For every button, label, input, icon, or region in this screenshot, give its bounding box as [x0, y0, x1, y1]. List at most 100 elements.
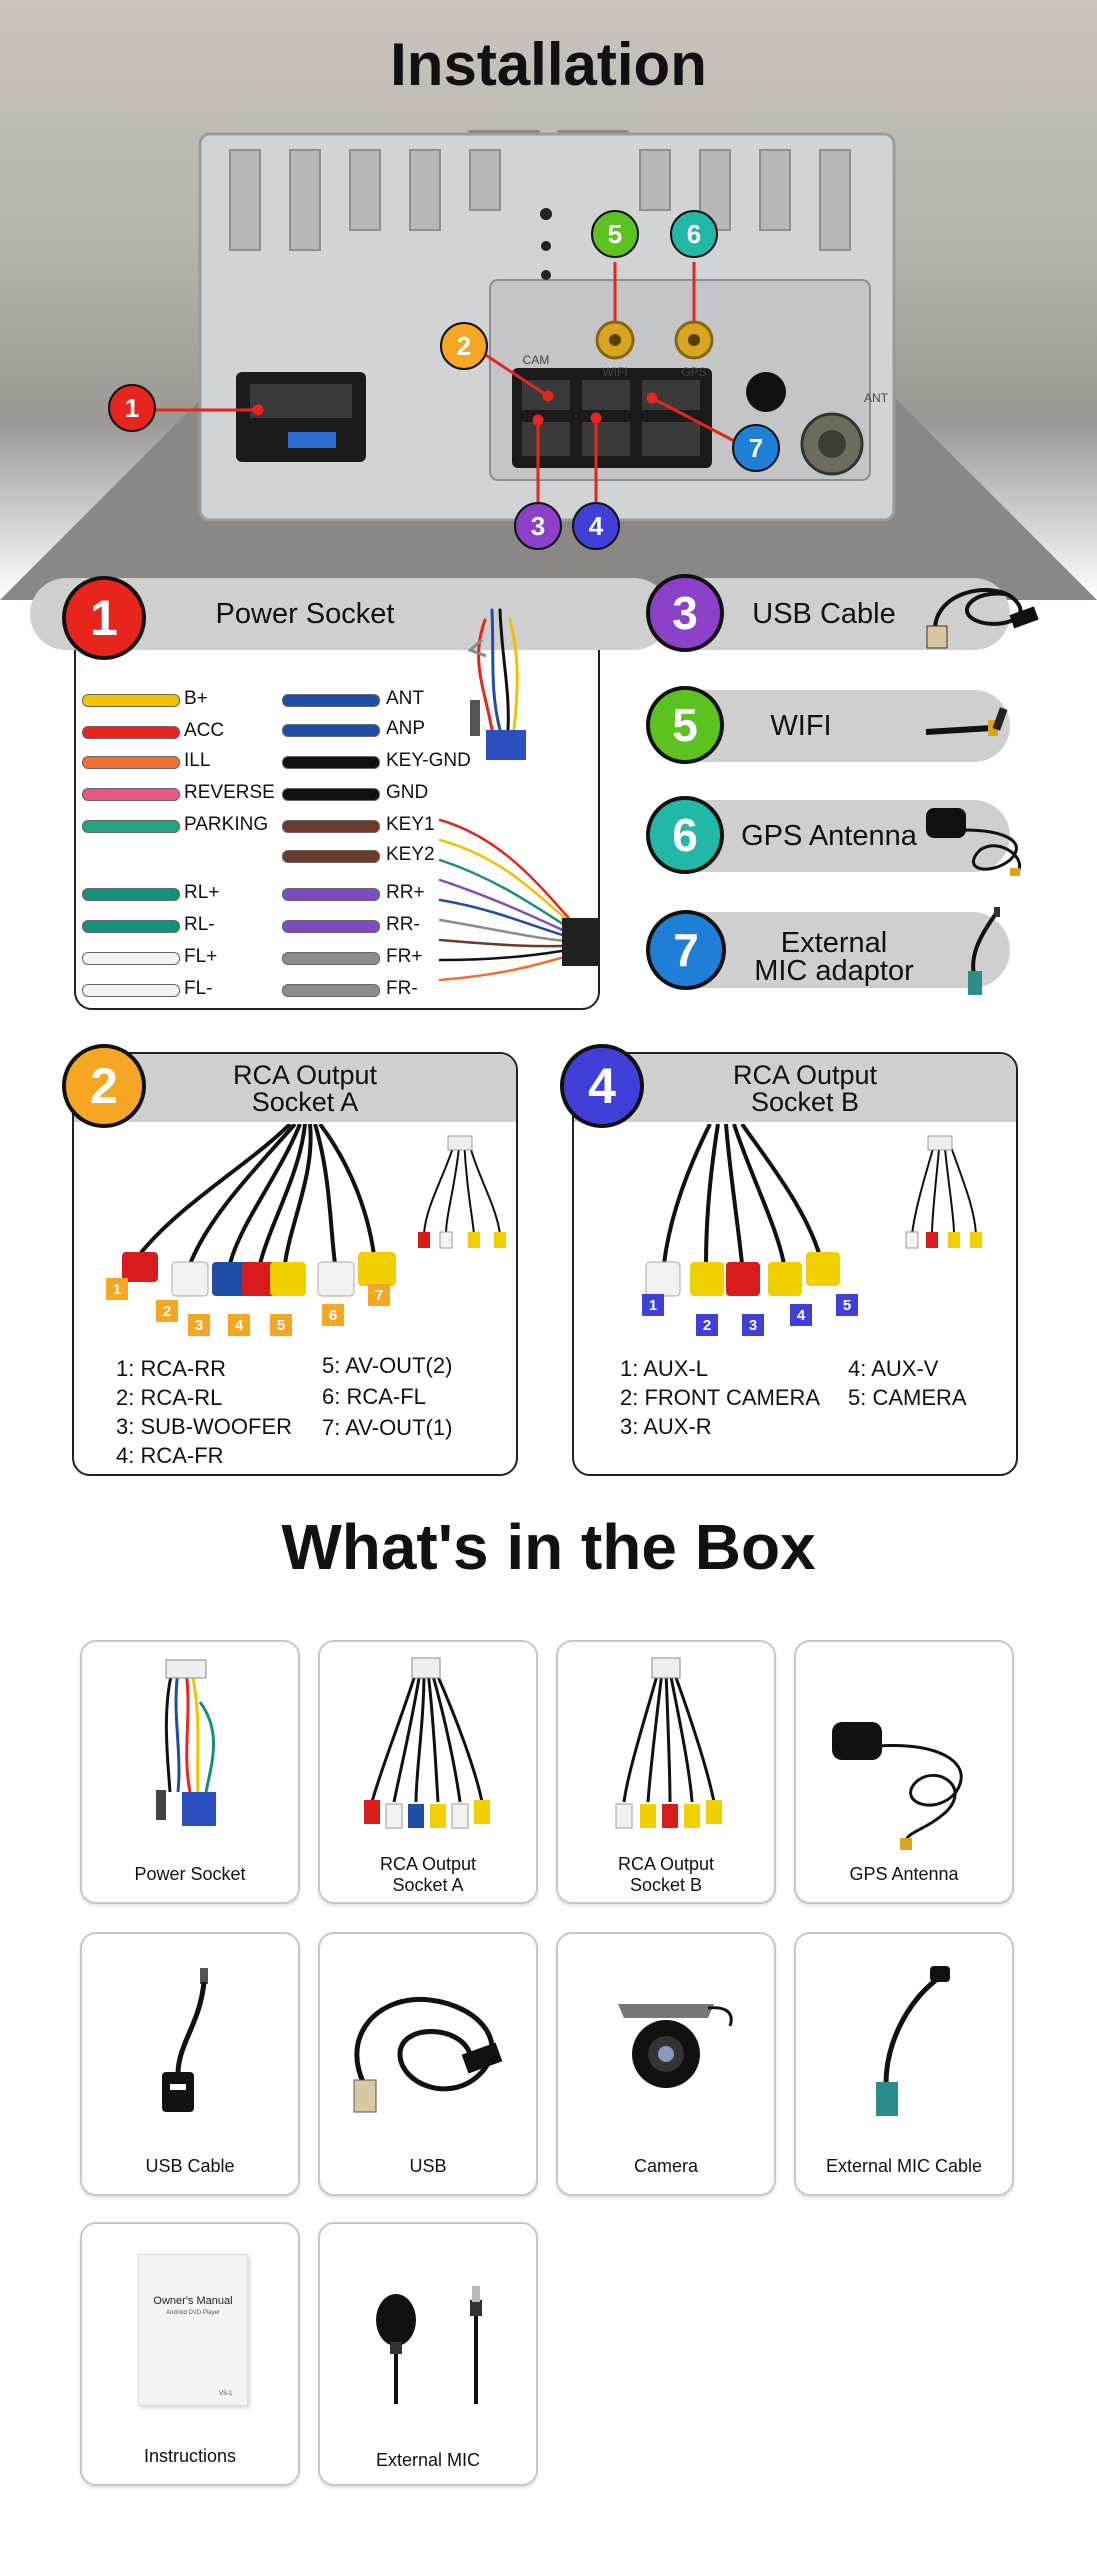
wire-label: RR- [386, 914, 420, 935]
camera-icon [618, 2004, 733, 2088]
usb-cable-label: USB Cable [752, 598, 896, 630]
cam-jack-label: CAM [523, 353, 550, 367]
box-item-label: RCA Output Socket B [558, 1854, 774, 1896]
box-item-label-line2: Socket B [629, 1875, 703, 1895]
mic-adaptor-label-line1: External [780, 927, 888, 959]
wire-label: ACC [184, 720, 225, 741]
rca-tag: 2 [156, 1300, 178, 1322]
rca-a-list-col1: 1: RCA-RR 2: RCA-RL 3: SUB-WOOFER 4: RCA… [116, 1354, 316, 1470]
wire-swatch [282, 788, 380, 801]
gps-jack-label: GPS [681, 365, 706, 379]
gps-antenna-icon [832, 1722, 963, 1850]
rca-a-title: RCA Output Socket A [180, 1062, 430, 1116]
mic-adaptor-number: 7 [646, 910, 726, 990]
screw-hole [540, 208, 552, 220]
box-item-usb-cable: USB Cable [80, 1932, 300, 2196]
box-item-mic-cable: External MIC Cable [794, 1932, 1014, 2196]
box-item-external-mic: External MIC [318, 2222, 538, 2486]
wifi-number: 5 [646, 686, 724, 764]
rca-a-thumbnail [418, 1135, 506, 1249]
rca-b-item: 2: FRONT CAMERA [620, 1385, 821, 1410]
fuse [288, 432, 336, 448]
wire-swatch [282, 952, 380, 965]
mic-adaptor-icon [968, 907, 1000, 995]
installation-title: Installation [390, 31, 707, 98]
callout-2: 2 [440, 322, 488, 370]
callout-4: 4 [572, 502, 620, 550]
callout-6: 6 [670, 210, 718, 258]
box-item-camera: Camera [556, 1932, 776, 2196]
power-harness-icon [156, 1659, 216, 1826]
wire-label: PARKING [184, 814, 269, 835]
wire-swatch [82, 820, 180, 833]
box-item-label-line1: RCA Output [379, 1854, 477, 1874]
box-item-label: USB [409, 2156, 447, 2176]
rca-a-item: 2: RCA-RL [116, 1385, 223, 1410]
wire-swatch [82, 694, 180, 707]
wire-label: RL+ [184, 882, 220, 903]
rca-a-number: 2 [62, 1044, 146, 1128]
box-item-rca-a: RCA Output Socket A [318, 1640, 538, 1904]
rca-tag: 6 [322, 1304, 344, 1326]
gps-label: GPS Antenna [741, 820, 917, 852]
power-socket-panel [74, 598, 600, 1010]
rca-a-title-line2: Socket A [251, 1087, 359, 1117]
rca-a-item: 1: RCA-RR [116, 1356, 227, 1381]
wire-swatch [282, 850, 380, 863]
wire-swatch [282, 888, 380, 901]
screw-hole [541, 270, 551, 280]
power-harness-illustration [438, 608, 598, 982]
rca-b-number: 4 [560, 1044, 644, 1128]
rca-tag: 7 [368, 1284, 390, 1306]
manual-title: Owner's Manual [153, 2295, 233, 2307]
rca-tag: 4 [228, 1314, 250, 1336]
rca-a-list-col2: 5: AV-OUT(2) 6: RCA-FL 7: AV-OUT(1) [322, 1350, 512, 1443]
rca-b-icon [615, 1657, 722, 1829]
wire-label: KEY1 [386, 814, 435, 835]
rca-tag: 4 [790, 1304, 812, 1326]
box-item-label: External MIC Cable [825, 2156, 983, 2176]
wire-label: GND [386, 782, 429, 803]
box-item-label: GPS Antenna [849, 1864, 959, 1884]
wire-label: FL+ [184, 946, 218, 967]
rca-b-header [574, 1054, 1016, 1122]
power-socket-number: 1 [62, 576, 146, 660]
box-item-power-socket: Power Socket [80, 1640, 300, 1904]
harness-connector [486, 730, 526, 760]
screw-hole [541, 241, 551, 251]
manual-icon: Owner's Manual Android DVD Player VS-1 [138, 2254, 248, 2406]
rca-b-thumbnail [905, 1135, 982, 1249]
gps-number: 6 [646, 796, 724, 874]
rca-tag: 2 [696, 1314, 718, 1336]
microphone-icon [376, 2286, 482, 2404]
power-socket-title: Power Socket [215, 598, 395, 630]
wire-label: FL- [184, 978, 213, 999]
head-unit-rear-diagram: WIFI GPS ANT CAM [0, 130, 1097, 600]
manual-code: VS-1 [219, 2391, 233, 2397]
rca-a-title-line1: RCA Output [232, 1060, 378, 1090]
mic-cable-icon [876, 1966, 950, 2116]
wire-swatch [82, 788, 180, 801]
manual-subtitle: Android DVD Player [166, 2310, 220, 2316]
wire-label: KEY-GND [386, 750, 471, 771]
whats-in-box-title: What's in the Box [281, 1511, 816, 1583]
wire-label: RL- [184, 914, 215, 935]
chassis-ribs [229, 149, 851, 251]
wire-label: FR+ [386, 946, 423, 967]
wifi-label: WIFI [770, 710, 832, 742]
wire-swatch [82, 726, 180, 739]
box-item-label: Camera [633, 2156, 699, 2176]
rca-a-icon [364, 1657, 490, 1829]
wire-swatch [282, 920, 380, 933]
box-item-rca-b: RCA Output Socket B [556, 1640, 776, 1904]
rca-tag: 5 [836, 1294, 858, 1316]
box-item-label: USB Cable [145, 2156, 235, 2176]
wire-label: REVERSE [184, 782, 275, 803]
wifi-jack-label: WIFI [602, 365, 627, 379]
box-item-label-line1: RCA Output [617, 1854, 715, 1874]
callout-leaders [152, 262, 741, 522]
rca-plugs [122, 1252, 396, 1297]
rca-b-title-line2: Socket B [750, 1087, 860, 1117]
rca-b-item: 3: AUX-R [620, 1414, 712, 1439]
rca-tag: 1 [106, 1278, 128, 1300]
